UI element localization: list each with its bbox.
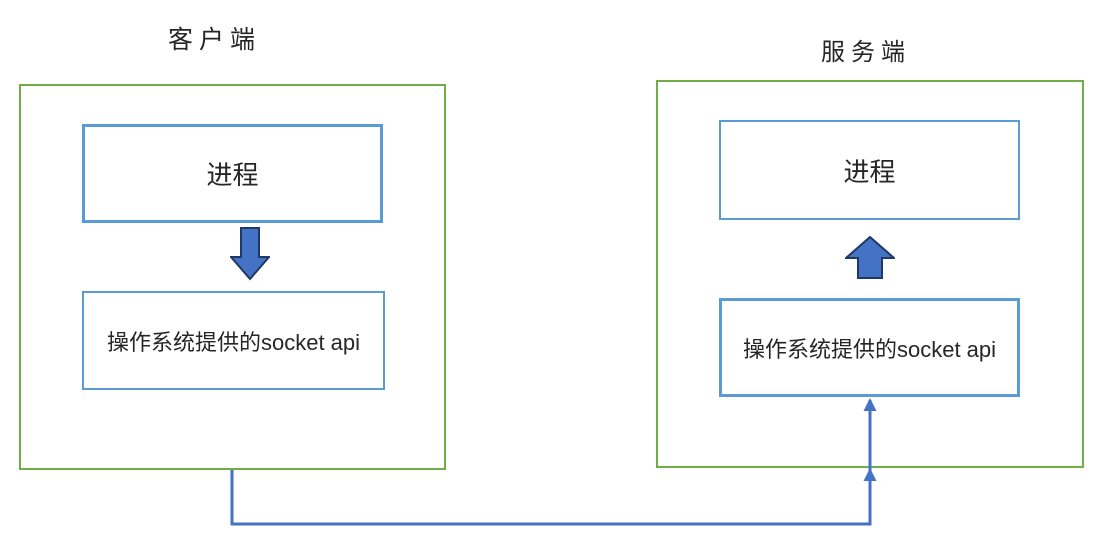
server-socket-api-label: 操作系统提供的socket api (742, 336, 997, 362)
client-process-label: 进程 (206, 160, 259, 190)
up-arrow-icon (845, 236, 895, 279)
server-title: 服务端 (821, 39, 911, 66)
client-title: 客户端 (168, 26, 262, 54)
client-socket-api-box: 操作系统提供的socket api (82, 291, 385, 390)
connector-arrowhead-at-container-border (863, 468, 877, 481)
client-process-box: 进程 (82, 124, 383, 223)
server-process-box: 进程 (719, 120, 1020, 220)
client-socket-api-label: 操作系统提供的socket api (106, 329, 361, 355)
down-arrow-icon (230, 227, 270, 281)
server-process-label: 进程 (843, 156, 896, 187)
server-socket-api-box: 操作系统提供的socket api (719, 298, 1020, 397)
